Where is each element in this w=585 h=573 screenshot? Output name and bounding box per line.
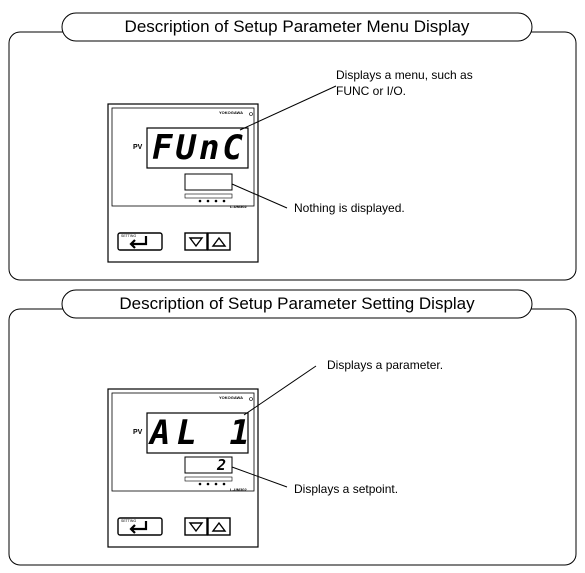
callout-line-lower — [231, 183, 288, 209]
enter-arrow-icon — [129, 521, 148, 534]
setting-display-panel: Description of Setup Parameter Setting D… — [0, 289, 585, 573]
controller-face — [107, 388, 259, 548]
setting-button[interactable] — [117, 517, 163, 536]
brand-label: YOKOGAWA — [219, 395, 244, 400]
setting-label: SETTING — [121, 519, 137, 523]
callout-lower: Displays a setpoint. — [294, 482, 399, 496]
down-button[interactable] — [184, 517, 208, 536]
brand-label: YOKOGAWA — [219, 110, 244, 115]
enter-arrow-icon — [129, 236, 148, 249]
panel-title: Description of Setup Parameter Setting D… — [119, 294, 475, 313]
callout-upper: Displays a parameter. — [327, 358, 444, 372]
pv-label: PV — [133, 429, 143, 436]
model-label: L-UM302 — [230, 487, 247, 492]
up-button[interactable] — [207, 232, 231, 251]
setting-button[interactable] — [117, 232, 163, 251]
triangle-down-icon — [188, 237, 204, 248]
controller-face — [107, 103, 259, 263]
panel-frame — [8, 12, 577, 281]
triangle-up-icon — [211, 236, 227, 247]
panel-title: Description of Setup Parameter Menu Disp… — [124, 17, 470, 36]
down-button[interactable] — [184, 232, 208, 251]
model-label: L-UM302 — [230, 204, 247, 209]
setting-label: SETTING — [121, 234, 137, 238]
callout-line-upper — [243, 365, 317, 416]
panel-frame — [8, 289, 577, 566]
upper-display: FUnC — [152, 128, 246, 168]
up-button[interactable] — [207, 517, 231, 536]
triangle-down-icon — [188, 522, 204, 533]
upper-display: AL 1 — [150, 413, 256, 453]
callout-line-upper — [239, 85, 337, 131]
callout-line-lower — [231, 466, 288, 488]
callout-upper: Displays a menu, such as FUNC or I/O. — [336, 68, 473, 98]
triangle-up-icon — [211, 521, 227, 532]
lower-display: 2 — [217, 456, 230, 474]
callout-lower: Nothing is displayed. — [294, 201, 405, 215]
menu-display-panel: Description of Setup Parameter Menu Disp… — [0, 0, 585, 285]
pv-label: PV — [133, 144, 143, 151]
